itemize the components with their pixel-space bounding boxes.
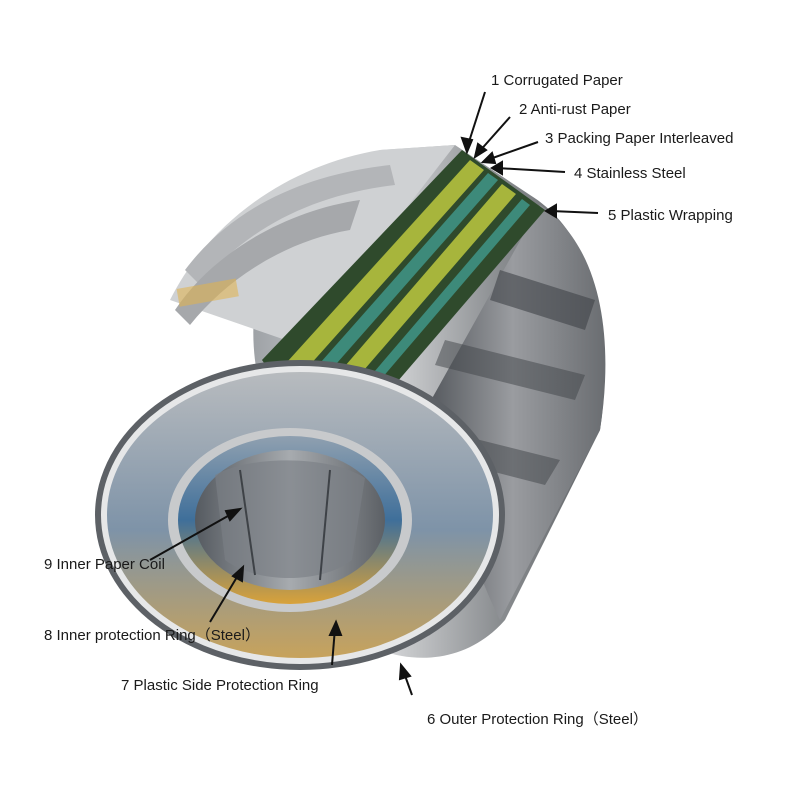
label-packing-paper-interleaved: 3 Packing Paper Interleaved — [545, 130, 734, 147]
annotation-arrows — [149, 91, 599, 696]
label-anti-rust-paper: 2 Anti-rust Paper — [519, 101, 631, 118]
label-inner-protection-ring: 8 Inner protection Ring（Steel） — [44, 627, 260, 644]
arrow-9 — [149, 511, 236, 561]
arrow-8 — [209, 571, 241, 623]
arrow-3 — [486, 141, 539, 161]
arrow-5 — [550, 210, 599, 214]
label-corrugated-paper: 1 Corrugated Paper — [491, 72, 623, 89]
arrow-4 — [496, 167, 566, 173]
label-stainless-steel: 4 Stainless Steel — [574, 165, 686, 182]
packaging-layers — [260, 150, 545, 460]
coil-front-face — [95, 360, 505, 670]
label-outer-protection-ring: 6 Outer Protection Ring（Steel） — [427, 711, 648, 728]
label-plastic-wrapping: 5 Plastic Wrapping — [608, 207, 733, 224]
label-inner-paper-coil: 9 Inner Paper Coil — [44, 556, 165, 573]
label-plastic-side-protection-ring: 7 Plastic Side Protection Ring — [121, 677, 319, 694]
